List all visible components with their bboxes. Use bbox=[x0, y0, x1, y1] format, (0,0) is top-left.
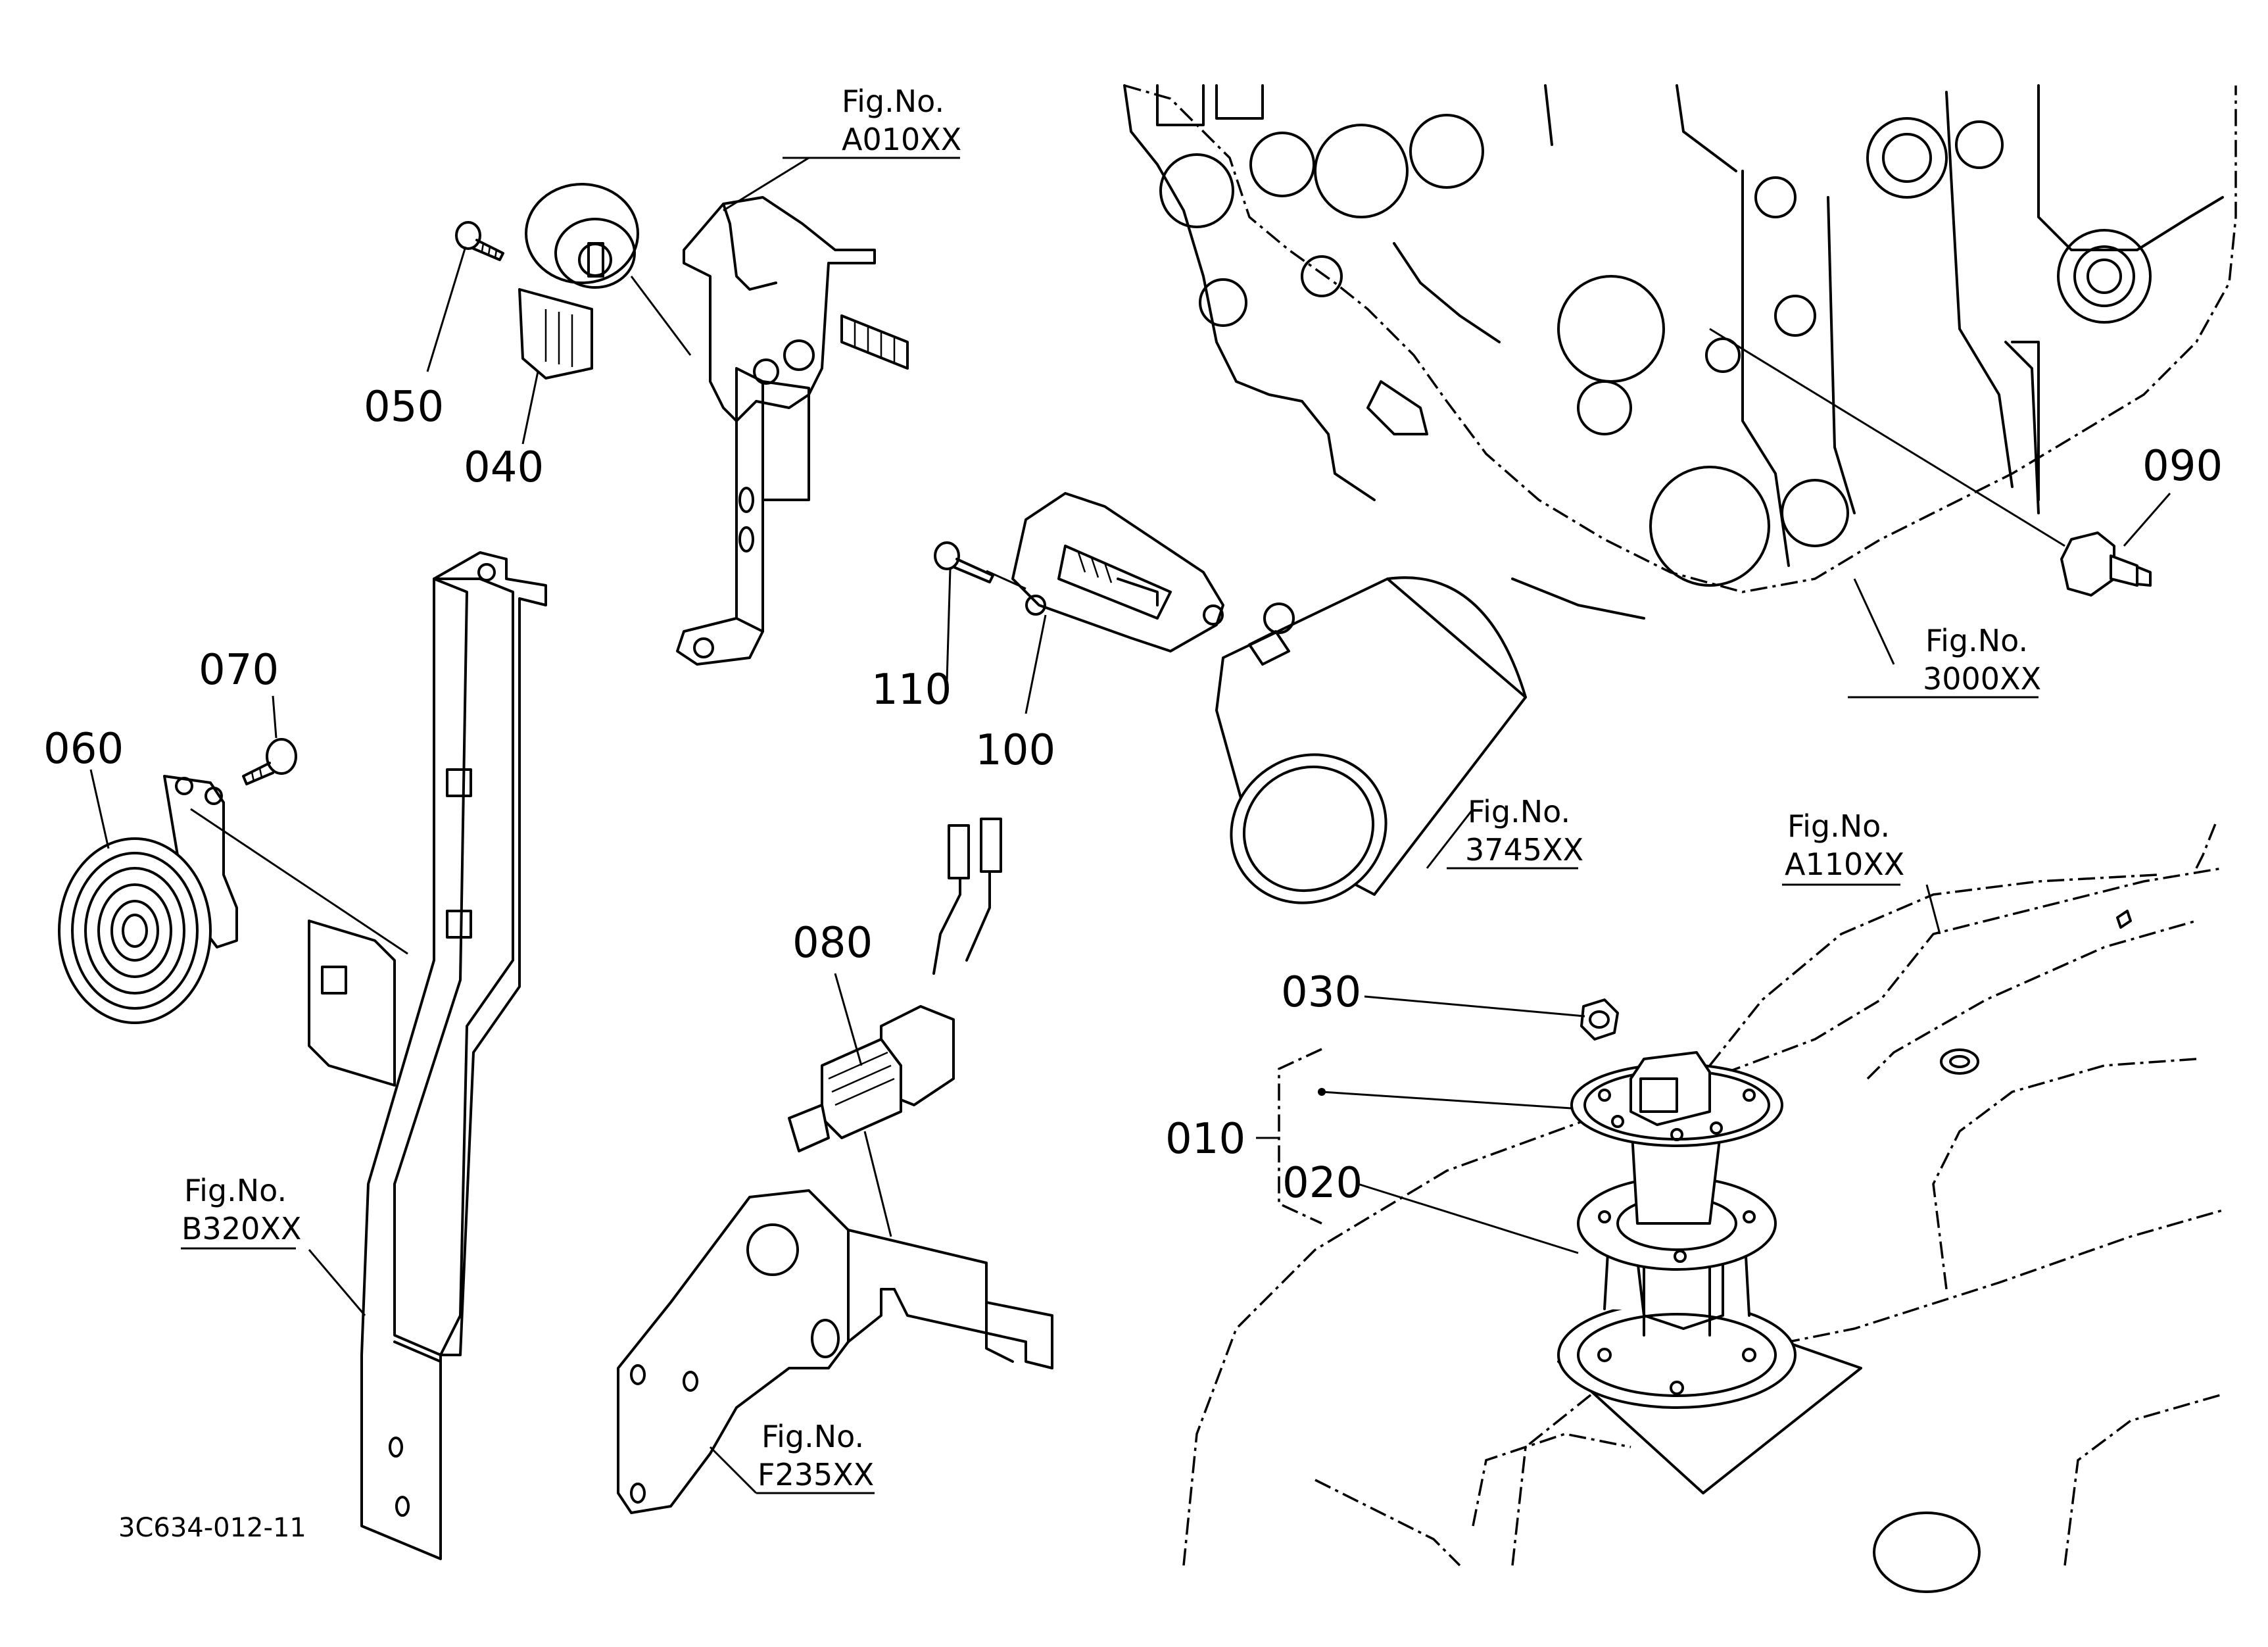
callout-060: 060 bbox=[43, 725, 124, 774]
callout-110: 110 bbox=[871, 666, 952, 714]
figref-f235-prefix: Fig.No. bbox=[761, 1419, 864, 1454]
nut-030-drawing bbox=[1580, 998, 1619, 1041]
figref-b320-code: B320XX bbox=[181, 1211, 301, 1246]
figref-3745-prefix: Fig.No. bbox=[1468, 794, 1570, 829]
figref-3000-prefix: Fig.No. bbox=[1925, 623, 2028, 658]
intake-tube-drawing bbox=[1215, 576, 1527, 904]
screw-110-drawing bbox=[934, 541, 1026, 590]
figref-3000-code: 3000XX bbox=[1923, 661, 2041, 697]
callout-080: 080 bbox=[792, 919, 873, 968]
document-id: 3C634-012-11 bbox=[118, 1513, 306, 1543]
callout-020: 020 bbox=[1282, 1159, 1363, 1208]
bolt-070-drawing bbox=[242, 738, 297, 785]
sensor-040-drawing bbox=[518, 183, 692, 380]
sensor-090-drawing bbox=[1709, 328, 2152, 597]
callout-090: 090 bbox=[2142, 442, 2223, 491]
callout-050: 050 bbox=[364, 383, 444, 431]
engine-block-drawing bbox=[1123, 84, 2237, 620]
callout-070: 070 bbox=[199, 646, 279, 695]
figref-a110-prefix: Fig.No. bbox=[1787, 808, 1890, 844]
horn-060-drawing bbox=[58, 775, 408, 1024]
callout-010: 010 bbox=[1165, 1115, 1245, 1164]
bracket-f235-drawing bbox=[617, 1189, 1053, 1514]
mount-plate-drawing bbox=[308, 920, 396, 1087]
switch-080-drawing bbox=[788, 818, 1002, 1237]
leader-lines bbox=[89, 157, 2171, 1494]
callout-030: 030 bbox=[1281, 968, 1361, 1017]
figref-a110-code: A110XX bbox=[1785, 847, 1904, 882]
figref-f235-code: F235XX bbox=[758, 1457, 874, 1492]
screw-050-drawing bbox=[455, 221, 504, 261]
figref-a010-code: A010XX bbox=[842, 122, 961, 157]
callout-040: 040 bbox=[464, 443, 544, 492]
meter-100-drawing bbox=[1011, 492, 1224, 652]
fuel-pump-010-drawing bbox=[1557, 1051, 1862, 1494]
figref-a010-prefix: Fig.No. bbox=[842, 84, 944, 119]
bracket-b320-drawing bbox=[360, 551, 547, 1560]
figref-3745-code: 3745XX bbox=[1465, 832, 1583, 868]
bracket-a010-drawing bbox=[676, 196, 909, 666]
figref-b320-prefix: Fig.No. bbox=[184, 1173, 287, 1208]
callout-100: 100 bbox=[975, 726, 1055, 775]
